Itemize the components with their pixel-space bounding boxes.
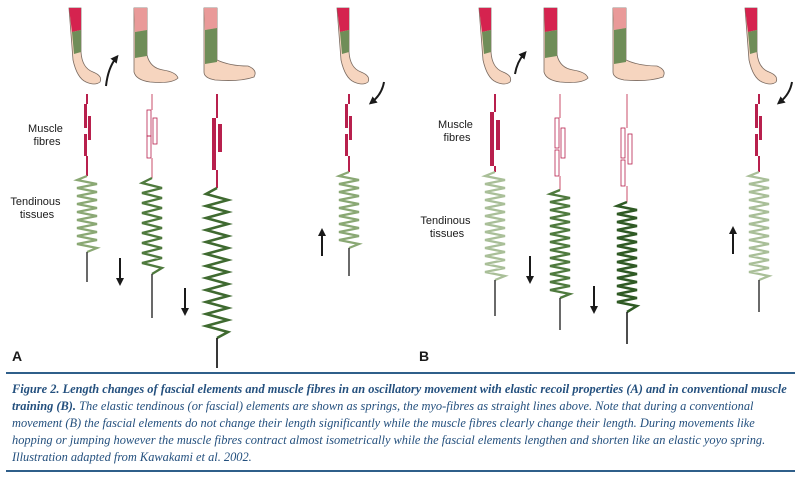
spring-b4	[745, 170, 773, 282]
panel-a-label: A	[12, 348, 22, 364]
panel-b-muscle-label: Muscle fibres	[438, 119, 476, 144]
foot-a2	[133, 7, 179, 83]
panel-a-tendon-label-line-1: Tendinous	[10, 196, 61, 208]
foot-b2	[543, 7, 589, 83]
panel-b-muscle-label-line-1: Muscle	[438, 119, 473, 131]
unit-b3	[612, 94, 641, 344]
caption-title: Figure 2. Length changes of fascial elem…	[12, 382, 787, 413]
spring-a3	[201, 186, 233, 340]
foot-a1	[68, 7, 102, 85]
figure-diagram: Muscle fibres Tendinous tissues A	[10, 7, 793, 368]
spring-a2	[138, 176, 165, 275]
panel-a-tendon-label-line-2: tissues	[20, 209, 55, 221]
panel-a-muscle-label-line-2: fibres	[34, 136, 61, 148]
panel-b-tendon-label-line-2: tissues	[430, 228, 465, 240]
foot-arrow-b4	[776, 81, 793, 105]
spring-b1	[481, 170, 509, 282]
unit-b4	[745, 94, 773, 312]
foot-arrow-a4	[368, 81, 385, 105]
panel-b-label: B	[419, 348, 429, 364]
spring-a4	[335, 170, 363, 250]
spring-b2	[545, 188, 575, 300]
spring-a1	[73, 174, 101, 254]
foot-b3	[612, 7, 665, 81]
foot-a3	[203, 7, 256, 81]
panel-b-muscle-label-line-2: fibres	[444, 132, 471, 144]
panel-a-muscle-label: Muscle fibres	[28, 123, 66, 148]
panel-a-muscle-label-line-1: Muscle	[28, 123, 63, 135]
unit-a2	[138, 94, 165, 318]
caption-box: Figure 2. Length changes of fascial elem…	[6, 372, 795, 472]
panel-a: Muscle fibres Tendinous tissues A	[10, 7, 385, 368]
foot-b4	[744, 7, 778, 85]
panel-a-tendon-label: Tendinous tissues	[10, 196, 63, 221]
foot-a4	[336, 7, 370, 85]
panel-b: Muscle fibres Tendinous tissues B	[419, 7, 793, 364]
caption-body: The elastic tendinous (or fascial) eleme…	[12, 399, 766, 464]
spring-b3	[612, 200, 641, 314]
foot-arrow-a1	[105, 54, 119, 87]
unit-a4	[335, 94, 363, 276]
unit-b1	[481, 94, 509, 316]
unit-b2	[545, 94, 575, 330]
foot-b1	[478, 7, 512, 85]
unit-a1	[73, 94, 101, 282]
panel-b-tendon-label-line-1: Tendinous	[420, 215, 471, 227]
unit-a3	[201, 94, 233, 368]
foot-arrow-b1	[514, 50, 527, 75]
panel-b-tendon-label: Tendinous tissues	[420, 215, 473, 240]
figure-caption: Figure 2. Length changes of fascial elem…	[12, 381, 789, 466]
